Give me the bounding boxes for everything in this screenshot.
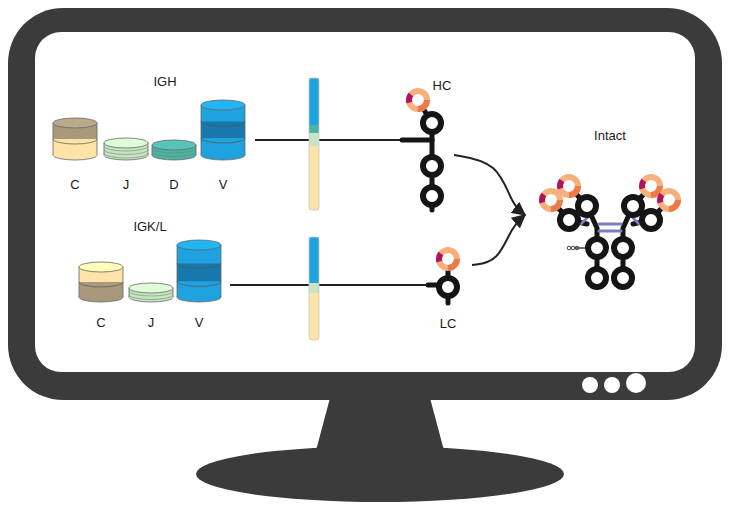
segment-cylinder: [79, 262, 123, 302]
cdr-segment: [542, 191, 560, 209]
segment-label: J: [148, 315, 155, 330]
glycan-symbol: [567, 246, 571, 250]
protein-illustration: [402, 78, 454, 218]
segment-label: J: [123, 177, 130, 192]
variable-domain: [409, 91, 427, 109]
cdr-segment: [560, 177, 578, 195]
segment-label: C: [70, 177, 79, 192]
monitor-screen: [35, 32, 695, 372]
constant-domain: [560, 211, 578, 229]
gene-segment: J: [103, 136, 149, 196]
segment-label: V: [195, 315, 204, 330]
constant-domain: [588, 239, 606, 257]
constant-domain: [614, 269, 632, 287]
variable-domain-segment: [560, 177, 578, 195]
gene-segment: D: [151, 138, 197, 196]
segment-label: V: [219, 177, 228, 192]
constant-domain: [423, 187, 441, 205]
monitor-button: [604, 377, 620, 393]
connector: [230, 284, 428, 286]
constant-domain: [423, 157, 441, 175]
locus-label: IGH: [153, 74, 176, 89]
heavy-transcript-bar: [309, 78, 319, 210]
segment-label: D: [169, 177, 178, 192]
chain-label: Intact: [594, 128, 626, 143]
connector: [454, 155, 525, 215]
chain-label: LC: [440, 316, 457, 331]
segment-cylinder: [152, 140, 196, 160]
gene-locus-group: IGH C J D V: [45, 70, 255, 195]
chain-backbone: [402, 138, 432, 143]
constant-domain: [642, 211, 660, 229]
cdr-segment: [660, 191, 678, 209]
segment-cylinder: [201, 100, 245, 160]
variable-domain-segment: [660, 191, 678, 209]
protein-illustration: [402, 91, 441, 210]
variable-domain-segment: [642, 177, 660, 195]
segment-label: C: [96, 315, 105, 330]
protein-illustration: [542, 177, 678, 287]
intact-antibody: Intact: [525, 128, 695, 303]
protein-illustration: [525, 128, 695, 303]
chain-backbone: [569, 186, 597, 278]
segment-cylinder: [53, 118, 97, 160]
constant-domain: [578, 197, 596, 215]
constant-domain: [423, 114, 441, 132]
cdr-segment: [642, 177, 660, 195]
heavy-chain: HC: [402, 78, 454, 218]
monitor-button: [626, 373, 646, 393]
constant-domain: [588, 269, 606, 287]
chain-backbone: [623, 186, 651, 278]
variable-domain: [660, 191, 678, 209]
locus-label: IGK/L: [133, 219, 166, 234]
variable-domain: [542, 191, 560, 209]
glycan-symbol: [575, 246, 579, 250]
variable-domain: [439, 250, 457, 268]
segment-cylinder: [177, 240, 221, 302]
variable-domain: [560, 177, 578, 195]
connector: [255, 139, 402, 141]
glycan-symbol: [571, 246, 575, 250]
segment-cylinder: [129, 283, 173, 302]
constant-domain: [439, 278, 457, 296]
constant-domain: [624, 197, 642, 215]
variable-domain: [642, 177, 660, 195]
gene-locus-group: IGK/L C J V: [70, 215, 230, 335]
monitor-base: [196, 446, 564, 502]
variable-domain-segment: [542, 191, 560, 209]
cdr-segment: [409, 91, 427, 109]
connector: [472, 215, 525, 265]
chain-backbone: [599, 223, 621, 226]
gene-segment: C: [78, 260, 124, 332]
chain-label: HC: [433, 78, 452, 93]
gene-segment: V: [176, 238, 222, 335]
chain-backbone: [599, 230, 621, 233]
variable-domain-segment: [409, 91, 427, 109]
constant-domain: [614, 239, 632, 257]
gene-segment: V: [200, 98, 246, 195]
protein-illustration: [428, 250, 457, 303]
cdr-segment: [439, 250, 457, 268]
segment-cylinder: [104, 138, 148, 160]
light-chain: LC: [428, 245, 472, 335]
gene-segment: J: [128, 281, 174, 332]
gene-segment: C: [52, 116, 98, 196]
monitor-frame: [8, 8, 722, 400]
monitor-button: [582, 377, 598, 393]
variable-domain-segment: [439, 250, 457, 268]
light-transcript-bar: [309, 237, 319, 340]
